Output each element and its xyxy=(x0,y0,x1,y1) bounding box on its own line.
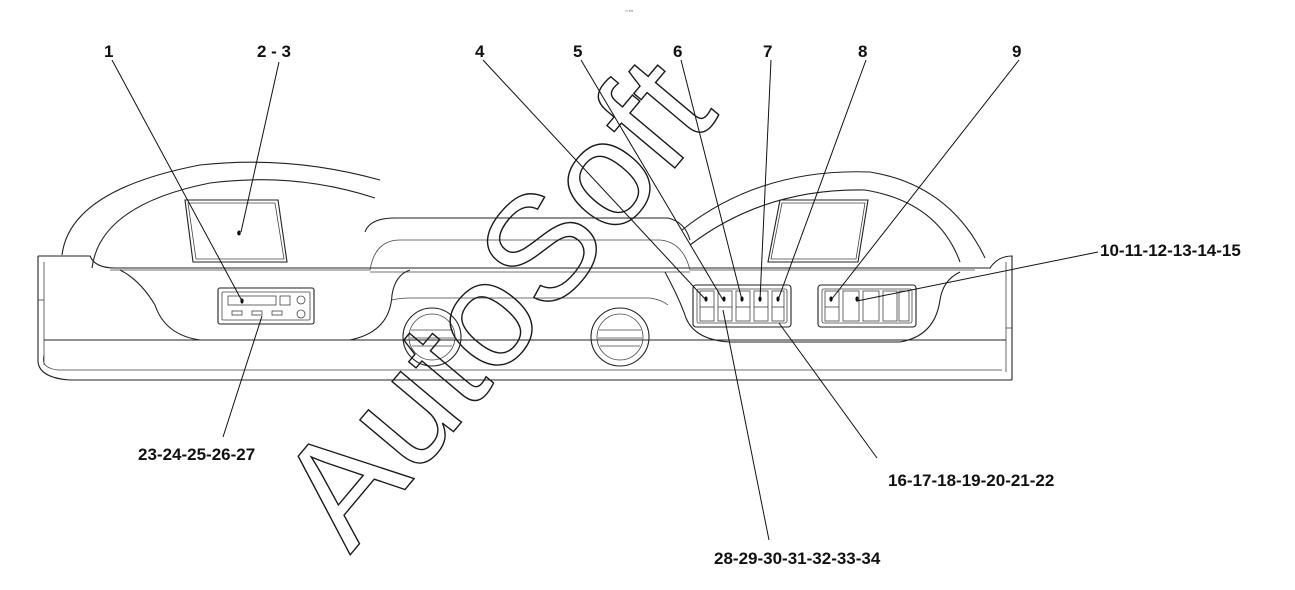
steering-wheel-left xyxy=(61,161,381,269)
switch-panel-center xyxy=(692,284,792,328)
leader-lines xyxy=(111,59,1099,541)
center-channel xyxy=(391,297,669,306)
watermark: AutoSoft xyxy=(246,27,745,576)
callout-6: 6 xyxy=(673,42,682,61)
left-pod xyxy=(119,269,411,341)
callout-1: 1 xyxy=(104,42,113,61)
steering-wheel-right xyxy=(681,171,986,263)
right-pod xyxy=(664,271,961,343)
callout-23-27: 23-24-25-26-27 xyxy=(138,445,255,464)
callout-4: 4 xyxy=(475,42,485,61)
left-air-vent xyxy=(402,307,462,367)
header-mark: ▫▪ ▪▪▪ xyxy=(625,8,634,13)
callout-9: 9 xyxy=(1012,42,1021,61)
callout-8: 8 xyxy=(858,42,867,61)
left-display xyxy=(184,199,288,263)
right-air-vent xyxy=(590,307,650,367)
switch-panel-right xyxy=(817,284,917,328)
upper-bridge xyxy=(364,217,691,241)
right-display xyxy=(767,199,869,263)
callout-2-3: 2 - 3 xyxy=(257,42,291,61)
callout-5: 5 xyxy=(573,42,582,61)
callout-7: 7 xyxy=(763,42,772,61)
callout-16-22: 16-17-18-19-20-21-22 xyxy=(888,471,1054,490)
callout-10-15: 10-11-12-13-14-15 xyxy=(1100,241,1241,260)
callout-28-34: 28-29-30-31-32-33-34 xyxy=(714,549,881,568)
radio-unit xyxy=(217,287,315,325)
